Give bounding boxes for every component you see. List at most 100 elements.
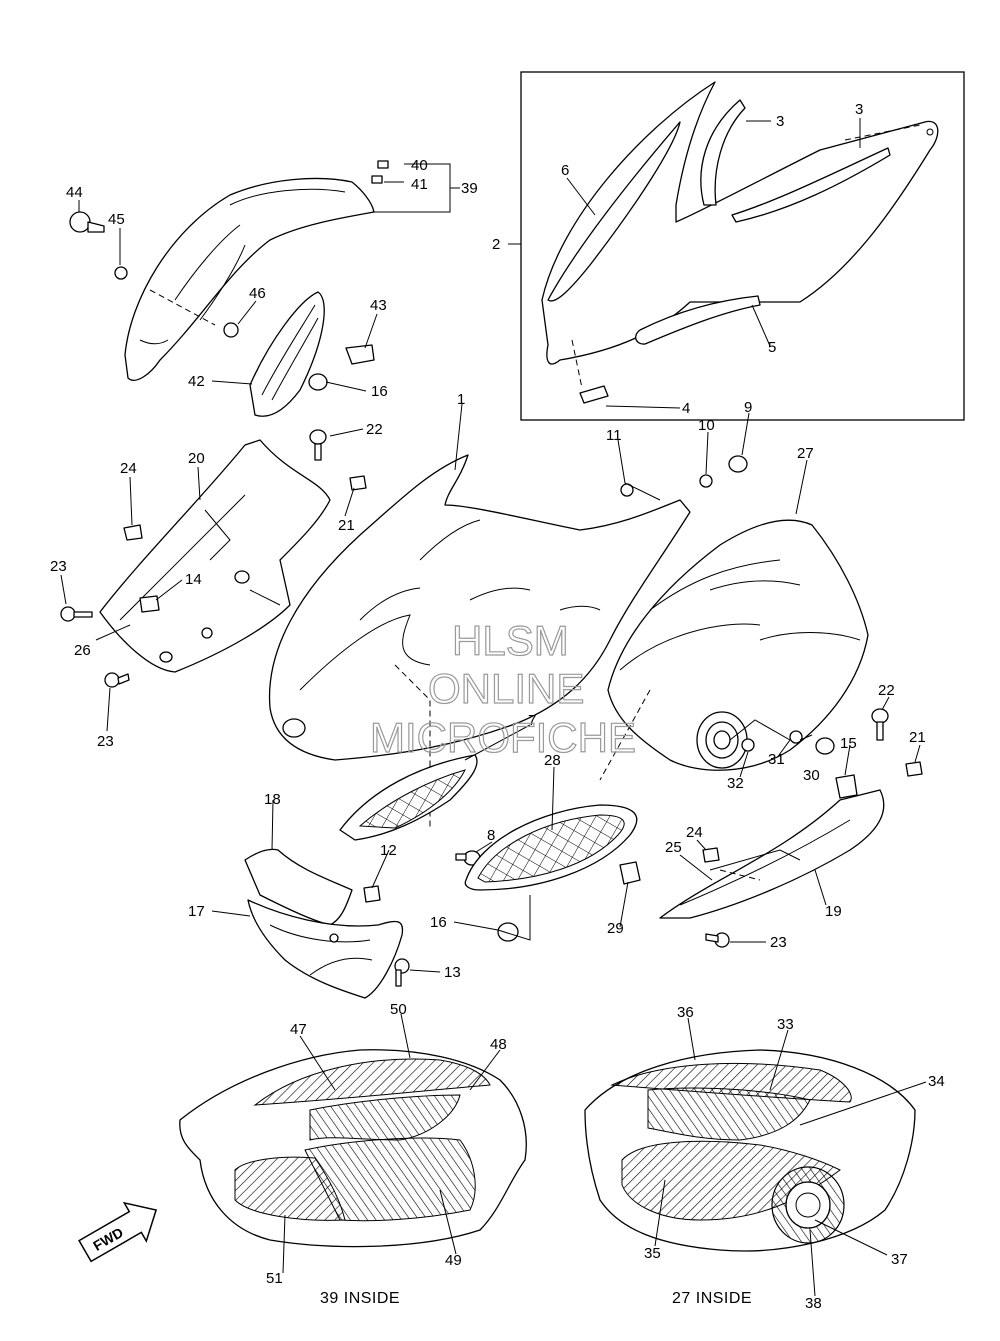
callout-17: 17 (188, 903, 205, 920)
callout-14: 14 (185, 571, 202, 588)
callout-22b: 22 (878, 682, 895, 699)
nut-30 (815, 737, 835, 755)
callout-7: 7 (528, 712, 536, 729)
callout-46: 46 (249, 285, 266, 302)
decal-4 (579, 385, 609, 404)
watermark: HLSM ONLINE MICROFICHE (369, 616, 636, 761)
callout-39: 39 (461, 180, 478, 197)
nut-12 (363, 885, 381, 903)
callout-5: 5 (768, 339, 776, 356)
duct-42 (249, 291, 325, 417)
nut-21-right (905, 761, 923, 777)
washer-32 (741, 738, 755, 752)
callout-30: 30 (803, 767, 820, 784)
callout-23a: 23 (50, 558, 67, 575)
washer-31 (789, 730, 803, 744)
callout-24a: 24 (120, 460, 137, 477)
clip-15 (835, 774, 858, 799)
screw-23-upper (60, 606, 93, 622)
callout-36: 36 (677, 1004, 694, 1021)
grommet-16-upper (308, 373, 328, 391)
clip-14 (139, 595, 160, 613)
duct-7-mesh (358, 769, 466, 829)
callout-21a: 21 (338, 517, 355, 534)
callout-44: 44 (66, 184, 83, 201)
callout-26: 26 (74, 642, 91, 659)
grille-28-mesh (477, 814, 625, 883)
callout-4: 4 (682, 400, 690, 417)
callout-15: 15 (840, 735, 857, 752)
callout-37: 37 (891, 1251, 908, 1268)
callout-48: 48 (490, 1036, 507, 1053)
callout-38: 38 (805, 1295, 822, 1312)
callout-12: 12 (380, 842, 397, 859)
watermark-line2: ONLINE (428, 665, 584, 712)
callout-25: 25 (665, 839, 682, 856)
cowl-17 (244, 848, 404, 999)
callout-20: 20 (188, 450, 205, 467)
callout-3a: 3 (776, 113, 784, 130)
callout-labels: 2 6 3 3 5 4 44 45 40 41 39 46 43 42 16 2… (50, 101, 945, 1312)
callout-13: 13 (444, 964, 461, 981)
nut-9 (728, 455, 748, 473)
view-39-inside (179, 1049, 527, 1248)
screw-23-right (705, 932, 730, 948)
callout-23b: 23 (97, 733, 114, 750)
grommet-16-lower (497, 922, 519, 942)
callout-22a: 22 (366, 421, 383, 438)
inner-panel-20 (99, 439, 331, 673)
callout-3b: 3 (855, 101, 863, 118)
decal-inset (520, 71, 965, 421)
inner-panel-19 (659, 789, 885, 919)
callout-35: 35 (644, 1245, 661, 1262)
callout-23c: 23 (770, 934, 787, 951)
leader-lines (60, 118, 927, 1297)
callout-31: 31 (768, 751, 785, 768)
caption-39-inside: 39 INSIDE (320, 1290, 400, 1307)
screw-22-right (871, 708, 889, 741)
washer-10 (699, 474, 713, 488)
cowling-1 (268, 454, 691, 830)
callout-9: 9 (744, 399, 752, 416)
callout-41: 41 (411, 176, 428, 193)
screw-23-lower (104, 672, 130, 688)
callout-32: 32 (727, 775, 744, 792)
callout-18: 18 (264, 791, 281, 808)
decal-panel-outline (541, 81, 939, 365)
callout-50: 50 (390, 1001, 407, 1018)
watermark-line3: MICROFICHE (370, 714, 636, 761)
callout-28: 28 (544, 752, 561, 769)
bolt-44 (69, 211, 105, 233)
callout-21b: 21 (909, 729, 926, 746)
callout-27: 27 (797, 445, 814, 462)
callout-19: 19 (825, 903, 842, 920)
callout-16b: 16 (430, 914, 447, 931)
callout-29: 29 (607, 920, 624, 937)
callout-40: 40 (411, 157, 428, 174)
fwd-arrow: FWD (78, 1201, 158, 1263)
callout-2: 2 (492, 236, 500, 253)
callout-24b: 24 (686, 824, 703, 841)
callout-49: 49 (445, 1252, 462, 1269)
clip-24-right (702, 847, 720, 863)
callout-16a: 16 (371, 383, 388, 400)
washer-46 (223, 322, 239, 338)
callout-45: 45 (108, 211, 125, 228)
screw-22-left (309, 429, 327, 461)
caption-27-inside: 27 INSIDE (672, 1290, 752, 1307)
decal-3-upper (700, 99, 746, 206)
callout-8: 8 (487, 827, 495, 844)
inset-frame (520, 71, 965, 421)
decal-3-lower (731, 147, 891, 223)
watermark-line1: HLSM (452, 617, 569, 664)
callout-42: 42 (188, 373, 205, 390)
washer-45 (114, 266, 128, 280)
callout-10: 10 (698, 417, 715, 434)
cowling-27 (599, 519, 869, 781)
callout-34: 34 (928, 1073, 945, 1090)
callout-51: 51 (266, 1270, 283, 1287)
nut-21-left (349, 475, 367, 491)
callout-47: 47 (290, 1021, 307, 1038)
clip-24-left (123, 524, 143, 541)
